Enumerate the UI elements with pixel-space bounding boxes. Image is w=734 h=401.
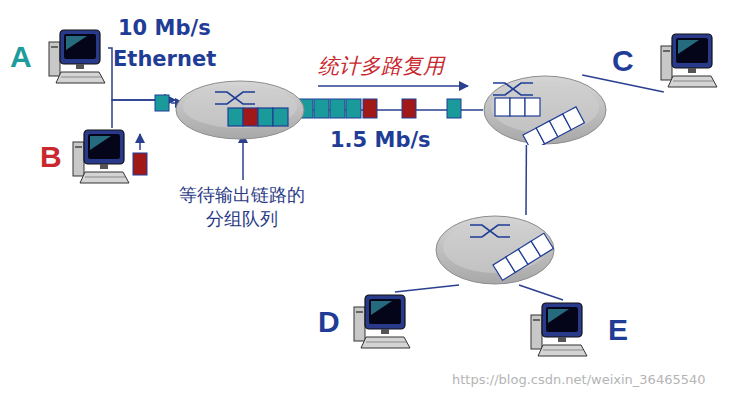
link-speed: 1.5 Mb/s — [330, 128, 431, 153]
computer-icon — [70, 128, 132, 186]
computer-icon — [46, 28, 108, 86]
router — [435, 215, 555, 285]
computer-icon — [351, 293, 413, 351]
router-shape — [483, 75, 607, 145]
computer: A — [10, 28, 108, 86]
host-label: D — [318, 307, 340, 337]
queue-callout: 等待输出链路的 分组队列 — [172, 183, 312, 232]
link-speed: 10 Mb/s — [118, 16, 211, 41]
link — [395, 285, 459, 292]
link — [519, 285, 563, 300]
host-label: E — [608, 315, 628, 345]
router-shape — [435, 215, 555, 285]
router-shape — [175, 80, 305, 140]
computer: C — [612, 30, 720, 92]
leader-line — [242, 134, 244, 180]
packet — [155, 95, 169, 111]
packet-arrow — [139, 134, 141, 150]
computer: E — [528, 300, 628, 360]
router — [175, 80, 305, 140]
link-type: Ethernet — [113, 47, 216, 72]
host-label: B — [40, 142, 62, 172]
flow-arrow — [318, 85, 468, 87]
computer-icon — [658, 32, 720, 90]
computer-icon — [528, 301, 590, 359]
router — [483, 75, 607, 145]
link-packets — [298, 99, 461, 118]
link — [525, 145, 527, 215]
host-label: C — [612, 46, 634, 76]
multiplexing-label: 统计多路复用 — [318, 54, 444, 79]
computer: B — [40, 128, 132, 186]
packet — [133, 153, 147, 175]
watermark: https://blog.csdn.net/weixin_36465540 — [452, 372, 706, 388]
computer: D — [318, 292, 413, 352]
host-label: A — [10, 42, 32, 72]
